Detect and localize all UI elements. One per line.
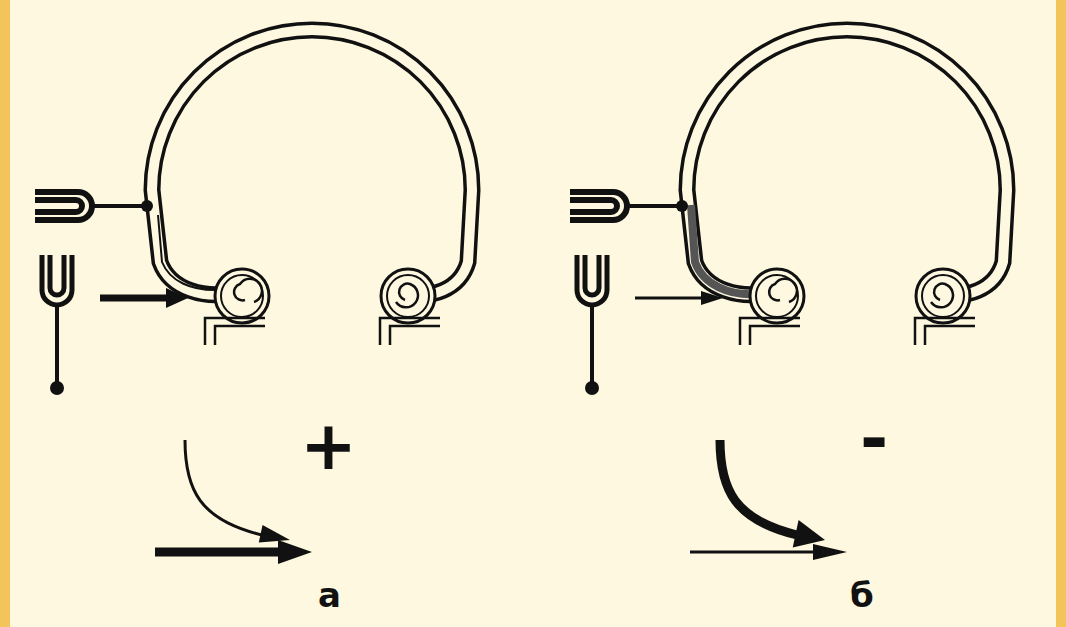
arrow-head	[278, 540, 312, 564]
tube-outline	[687, 30, 1007, 295]
bone-bracket	[915, 318, 975, 345]
cochlea-spiral	[396, 284, 418, 308]
bone-bracket	[380, 318, 440, 345]
air-path-arrow	[690, 551, 815, 554]
fork-dot	[50, 381, 64, 395]
fork-stem	[627, 204, 680, 208]
edge-band	[0, 0, 10, 627]
fork-dot	[585, 381, 599, 395]
sound-arrow	[635, 297, 703, 300]
cochlea-spiral	[769, 279, 797, 302]
cochlea-ring	[221, 275, 263, 317]
sign-label: -	[860, 405, 888, 473]
hatched-region	[691, 205, 757, 294]
edge-band	[1056, 0, 1066, 627]
cochlea-spiral	[234, 279, 262, 302]
ear-panel	[35, 30, 472, 564]
arrow-head	[813, 544, 847, 560]
ear-panel	[570, 30, 1007, 560]
cochlea-ring	[215, 269, 269, 323]
fork-stem	[92, 204, 145, 208]
tuning-fork	[35, 192, 92, 220]
cochlea-ring	[916, 269, 970, 323]
fork-stem	[590, 305, 594, 385]
cochlea-ring	[387, 275, 429, 317]
fork-dot	[676, 200, 688, 212]
panel-letter: б	[850, 578, 874, 612]
cochlea-ring	[756, 275, 798, 317]
bone-bracket	[205, 318, 265, 345]
tuning-fork	[42, 255, 72, 305]
tube-lumen	[687, 30, 1007, 295]
arrow-head	[166, 288, 188, 308]
cochlea-ring	[381, 269, 435, 323]
tube-outline	[152, 30, 472, 295]
cochlea-spiral	[931, 284, 953, 308]
bone-path-arrow	[185, 440, 262, 535]
panel-letter: а	[318, 578, 341, 612]
arrow-head	[793, 520, 825, 547]
bone-path-arrow	[720, 440, 797, 535]
tube-lumen	[152, 30, 472, 295]
cochlea-ring	[922, 275, 964, 317]
cochlea-ring	[750, 269, 804, 323]
arrow-head	[259, 525, 290, 543]
inner-line	[158, 215, 215, 290]
fork-stem	[55, 305, 59, 385]
tuning-fork	[570, 192, 627, 220]
air-path-arrow	[155, 548, 280, 557]
fork-dot	[141, 200, 153, 212]
sound-arrow	[100, 295, 168, 302]
tuning-fork	[577, 255, 607, 305]
bone-bracket	[740, 318, 800, 345]
sign-label: +	[300, 412, 357, 480]
arrow-head	[701, 291, 723, 305]
